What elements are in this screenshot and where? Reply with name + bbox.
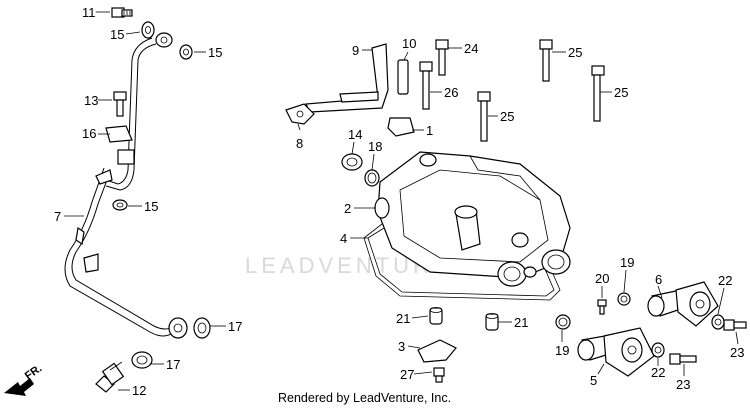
part-3-plate [417, 339, 457, 363]
part-13-bolt [113, 91, 127, 117]
callout-8: 8 [296, 136, 303, 151]
callout-18: 18 [368, 139, 382, 154]
callout-15-mid: 15 [144, 199, 158, 214]
pipe-grommet [117, 149, 135, 165]
callout-12: 12 [132, 383, 146, 398]
callout-7: 7 [54, 209, 61, 224]
callout-26: 26 [444, 85, 458, 100]
callout-23-a: 23 [676, 377, 690, 392]
callout-23-b: 23 [730, 345, 744, 360]
part-23-bolt-b [723, 319, 747, 331]
callout-25-a: 25 [568, 45, 582, 60]
part-11-bolt [111, 7, 133, 18]
rocker-shaft-assembly [555, 281, 747, 377]
callout-3: 3 [398, 339, 405, 354]
part-16-clamp [105, 125, 133, 143]
part-14-cap [341, 153, 363, 171]
direction-label: FR. [23, 362, 44, 382]
part-1-clip [387, 117, 415, 137]
part-17-washer-lower [131, 351, 153, 369]
part-8-clamp [285, 103, 315, 125]
callout-6: 6 [655, 272, 662, 287]
callout-2: 2 [344, 201, 351, 216]
banjo-fitting-bottom [168, 317, 188, 339]
callout-5: 5 [590, 373, 597, 388]
part-15-washer-mid [112, 199, 128, 211]
callout-27: 27 [400, 367, 414, 382]
callout-10: 10 [402, 36, 416, 51]
callout-17-lower: 17 [166, 357, 180, 372]
part-25-bolt-a [539, 39, 553, 82]
callout-15-top: 15 [110, 27, 124, 42]
part-21-dowel-b [485, 313, 499, 331]
callout-labels: 11 15 15 13 16 7 15 17 17 12 9 10 8 1 24… [54, 5, 744, 398]
leader-lines [64, 11, 739, 391]
part-24-bolt [435, 39, 449, 76]
part-19-o-ring-b [617, 292, 631, 306]
part-6-rocker-shaft [647, 281, 719, 327]
callout-25-c: 25 [500, 109, 514, 124]
callout-13: 13 [84, 93, 98, 108]
part-17-washer-upper [193, 317, 211, 339]
part-23-bolt-a [669, 353, 697, 365]
callout-16: 16 [82, 126, 96, 141]
part-5-rocker-shaft [577, 327, 655, 377]
part-22-washer-a [651, 342, 665, 358]
callout-25-b: 25 [614, 85, 628, 100]
callout-17-upper: 17 [228, 319, 242, 334]
part-19-o-ring-a [555, 314, 571, 330]
callout-22-b: 22 [718, 273, 732, 288]
front-direction-arrow-icon: FR. [4, 362, 44, 396]
callout-19-b: 19 [620, 255, 634, 270]
part-25-bolt-c [477, 91, 491, 142]
callout-15-right: 15 [208, 45, 222, 60]
callout-1: 1 [426, 123, 433, 138]
cover-bolts [419, 39, 605, 142]
callout-19-a: 19 [555, 343, 569, 358]
part-15-washer-right [179, 44, 193, 60]
oil-pipe-assembly [64, 7, 211, 393]
cylinder-head-cover-assembly [285, 43, 571, 301]
callout-24: 24 [464, 41, 478, 56]
part-25-bolt-b [591, 65, 605, 122]
part-15-washer-top [141, 21, 155, 39]
part-27-bolt [433, 367, 445, 383]
banjo-fitting-top [155, 32, 173, 48]
part-26-bolt [419, 61, 433, 110]
part-18-o-ring [364, 169, 380, 187]
callout-21-a: 21 [396, 311, 410, 326]
callout-22-a: 22 [651, 365, 665, 380]
callout-4: 4 [340, 231, 347, 246]
callout-21-b: 21 [514, 315, 528, 330]
callout-11: 11 [82, 5, 96, 20]
part-21-dowel-a [429, 307, 443, 325]
part-12-banjo-bolt [95, 361, 125, 393]
callout-14: 14 [348, 127, 362, 142]
callout-20: 20 [595, 271, 609, 286]
part-10-collar [397, 59, 409, 95]
part-20-bolt [597, 299, 607, 315]
part-22-washer-b [711, 314, 725, 330]
callout-9: 9 [352, 43, 359, 58]
footer-credit: Rendered by LeadVenture, Inc. [278, 391, 451, 405]
